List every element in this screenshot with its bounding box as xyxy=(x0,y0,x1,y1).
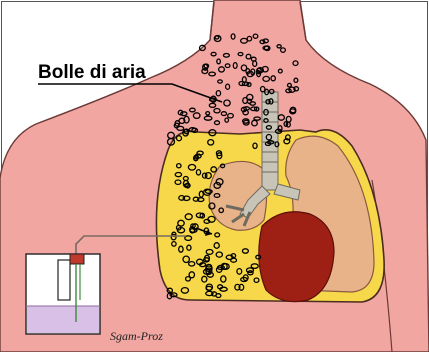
artist-signature: Sgam-Proz xyxy=(110,329,163,343)
bottle-cap xyxy=(70,254,84,264)
drainage-bottle xyxy=(26,254,100,334)
heart xyxy=(259,212,334,302)
label-air-bubbles: Bolle di aria xyxy=(38,62,146,83)
